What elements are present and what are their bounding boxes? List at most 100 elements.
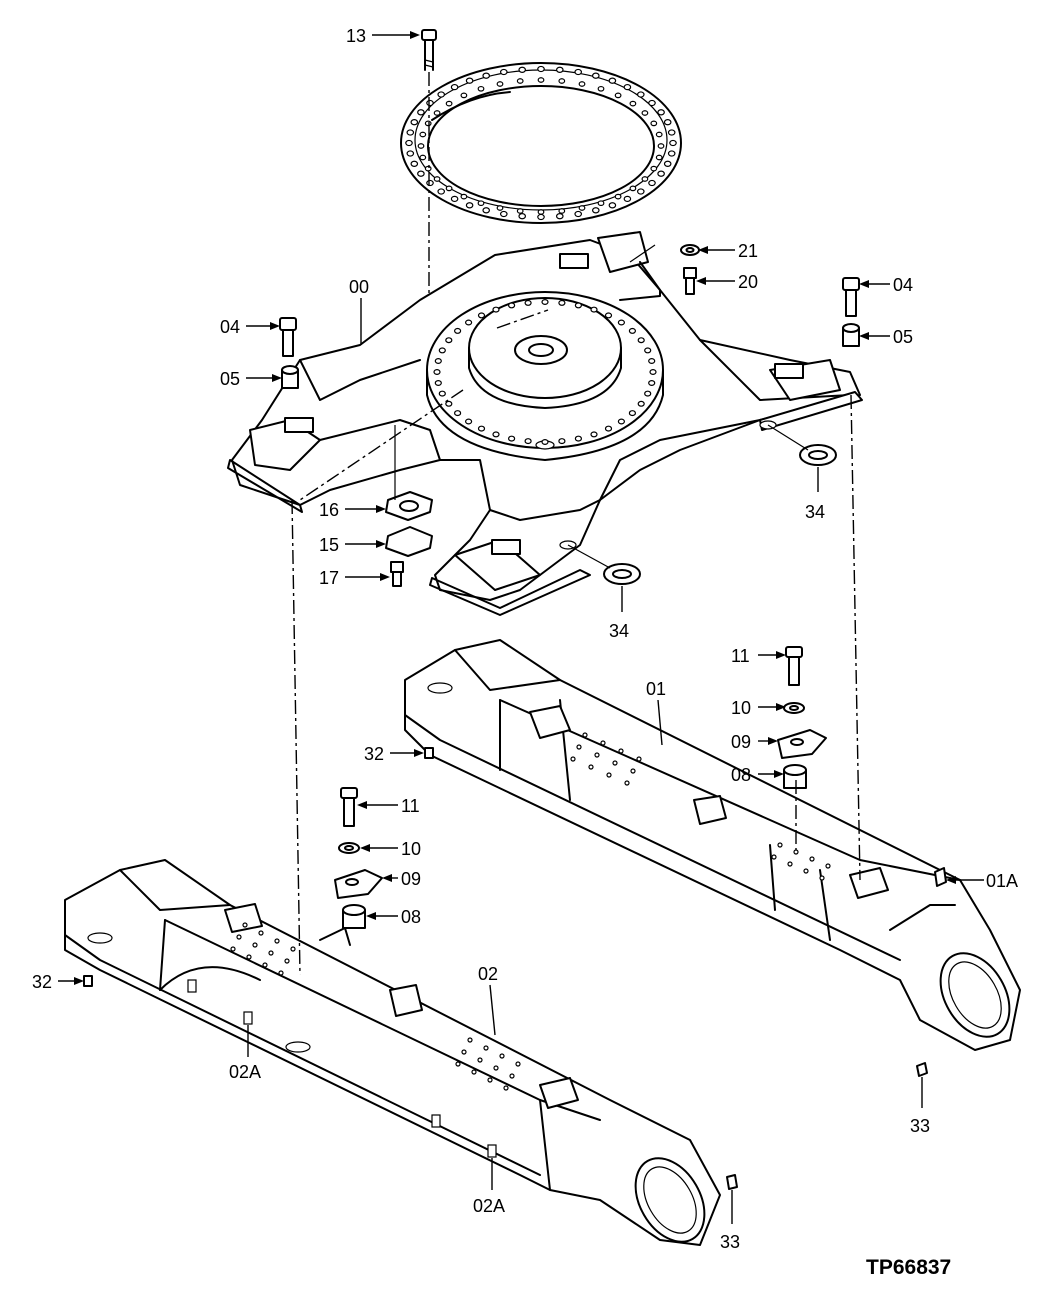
bolt-hole <box>606 772 612 778</box>
bolt-hole <box>268 950 274 956</box>
bolt-hole <box>278 970 284 976</box>
swing-bearing-ring <box>400 62 682 224</box>
bolt-hole <box>493 1065 499 1071</box>
callout-13: 13 <box>346 26 366 46</box>
bolt-hole <box>433 176 441 182</box>
bolt-hole <box>424 165 432 172</box>
callout-34-right: 34 <box>805 502 825 522</box>
bolt-hole <box>657 143 665 149</box>
callout-09-lower: 09 <box>401 869 421 889</box>
bolt-hole <box>258 930 264 936</box>
bolt-hole <box>644 347 652 354</box>
bolt-11-lower <box>340 787 358 827</box>
bolt-hole <box>508 302 516 309</box>
bolt-hole <box>628 327 637 334</box>
bolt-hole <box>410 119 419 126</box>
bolt-hole <box>492 431 500 438</box>
callout-05-left: 05 <box>220 369 240 389</box>
bolt-hole <box>465 319 473 326</box>
callout-10-lower: 10 <box>401 839 421 859</box>
bolt-hole <box>624 780 630 786</box>
bolt-hole <box>663 119 672 126</box>
bolt-hole <box>518 213 527 220</box>
callout-15: 15 <box>319 535 339 555</box>
bolt-hole <box>465 77 474 84</box>
plug-34-right <box>799 444 837 466</box>
bolt-hole <box>290 946 296 952</box>
drawing-reference: TP66837 <box>866 1256 951 1279</box>
bolt-hole <box>252 942 258 948</box>
bolt-hole <box>499 1053 505 1059</box>
bolt-hole <box>541 299 549 306</box>
washer-10-upper <box>783 702 805 714</box>
bolt-hole <box>591 72 600 79</box>
bolt-hole <box>650 120 658 127</box>
bolt-hole <box>617 319 626 326</box>
bolt-hole <box>578 81 586 87</box>
bolt-11-upper <box>785 646 803 686</box>
center-frame-00 <box>227 231 863 616</box>
bolt-hole <box>663 160 672 167</box>
bolt-17 <box>390 561 404 587</box>
callout-08-upper: 08 <box>731 765 751 785</box>
bolt-hole <box>467 1037 473 1043</box>
bolt-hole <box>496 81 504 87</box>
callout-33-left: 33 <box>720 1232 740 1252</box>
bolt-hole <box>487 1077 493 1083</box>
bolt-hole <box>555 66 564 73</box>
callout-34-front: 34 <box>609 621 629 641</box>
callout-08-lower: 08 <box>401 907 421 927</box>
callout-02A-right: 02A <box>473 1196 505 1216</box>
bolt-hole <box>555 213 564 220</box>
bolt-hole <box>438 390 446 397</box>
bolt-hole <box>274 938 280 944</box>
bolt-hole <box>499 210 508 218</box>
spacer-08-lower <box>342 904 366 929</box>
bolt-04-left <box>279 317 297 357</box>
callout-11-lower: 11 <box>401 796 420 816</box>
bolt-hole <box>608 77 617 84</box>
bolt-hole <box>454 410 462 417</box>
bolt-hole <box>629 185 637 192</box>
bolt-hole <box>465 418 473 425</box>
bolt-hole <box>406 129 415 136</box>
bolt-hole <box>591 207 600 214</box>
washer-10-lower <box>338 842 360 854</box>
bolt-hole <box>649 369 657 376</box>
bolt-hole <box>433 369 441 376</box>
bolt-hole <box>438 347 446 354</box>
bolt-hole <box>574 302 583 309</box>
bolt-hole <box>410 160 419 167</box>
bolt-hole <box>558 208 566 214</box>
bolt-hole <box>637 400 645 407</box>
side-frame-01 <box>404 639 1021 1051</box>
bolt-04-right <box>842 277 860 317</box>
bolt-hole <box>499 68 508 76</box>
plug-34-front <box>603 563 641 585</box>
bolt-hole <box>477 1057 483 1063</box>
bolt-hole <box>819 875 825 881</box>
bolt-hole <box>477 85 485 92</box>
fitting-33-left <box>726 1174 738 1190</box>
bolt-hole <box>590 431 598 438</box>
bolt-hole <box>604 312 613 319</box>
bolt-hole <box>588 764 594 770</box>
callout-17: 17 <box>319 568 339 588</box>
callout-32-upper: 32 <box>364 744 384 764</box>
bolt-hole <box>450 195 459 203</box>
bolt-hole <box>590 306 598 313</box>
bolt-hole <box>492 306 500 313</box>
fitting-33-right <box>916 1062 928 1077</box>
bolt-hole <box>628 410 637 417</box>
callout-04-left: 04 <box>220 317 240 337</box>
fitting-32-lower <box>83 975 93 987</box>
bolt-hole <box>669 139 677 147</box>
bolt-hole <box>460 92 468 99</box>
gasket-16 <box>385 491 433 521</box>
bolt-hole <box>471 1069 477 1075</box>
bolt-hole <box>445 185 453 192</box>
callout-33-right: 33 <box>910 1116 930 1136</box>
bolt-hole <box>777 842 783 848</box>
bolt-hole <box>242 922 248 928</box>
callout-16: 16 <box>319 500 339 520</box>
